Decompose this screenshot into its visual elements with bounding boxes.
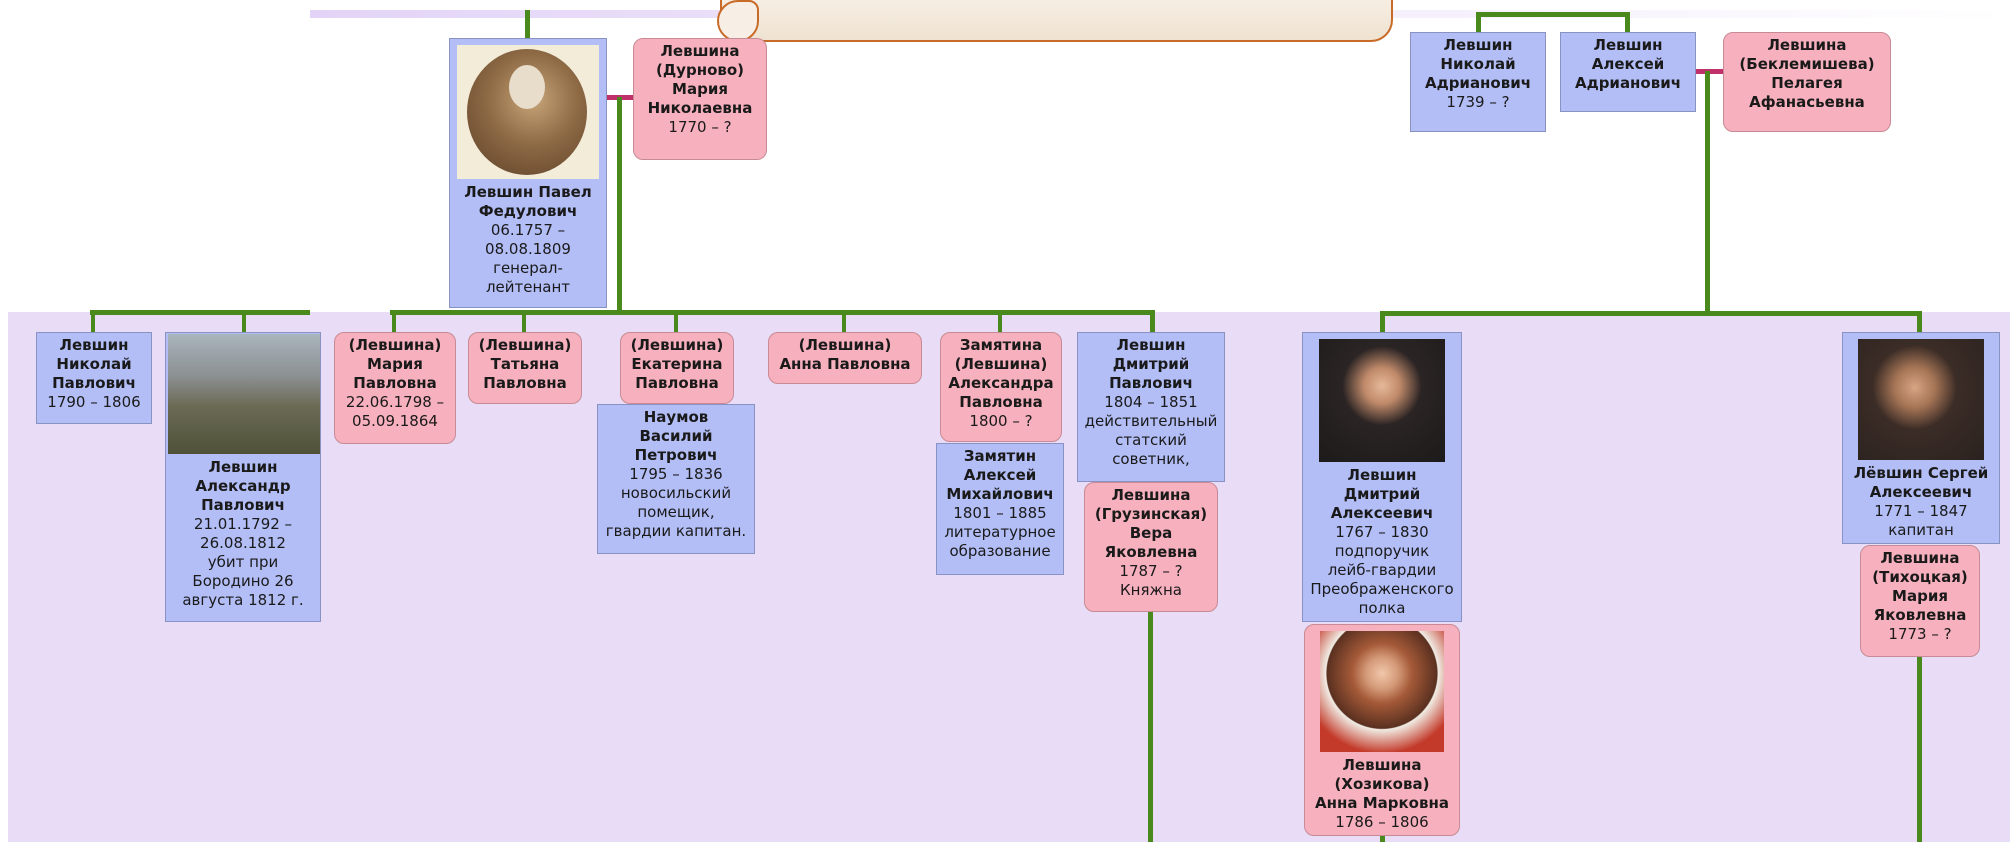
person-card-pavel[interactable]: Левшин Павел Федулович 06.1757 – 08.08.1… (449, 38, 607, 308)
person-name: (Левшина) Анна Павловна (779, 336, 911, 373)
person-card-anna-pavlovna[interactable]: (Левшина) Анна Павловна (768, 332, 922, 384)
person-name: (Левшина) Екатерина Павловна (630, 336, 724, 392)
person-card-naumov[interactable]: Наумов Василий Петрович 1795 – 1836 ново… (597, 404, 755, 554)
person-details: 1773 – ? (1888, 625, 1952, 643)
person-card-sergei-alekseevich[interactable]: Лёвшин Сергей Алексеевич 1771 – 1847 кап… (1842, 332, 2000, 544)
battle-image (168, 334, 320, 454)
person-details: 1801 – 1885 литературное образование (944, 504, 1056, 560)
descent-line (1917, 657, 1922, 842)
person-card-ekaterina-pavlovna[interactable]: (Левшина) Екатерина Павловна (620, 332, 734, 404)
person-card-nikolai-adrianovich[interactable]: Левшин Николай Адрианович 1739 – ? (1410, 32, 1546, 132)
descent-line (91, 310, 95, 332)
person-name: Левшина (Беклемишева) Пелагея Афанасьевн… (1739, 36, 1875, 111)
descent-line (1625, 12, 1630, 36)
descent-line (674, 310, 678, 332)
descent-line (390, 310, 1150, 315)
person-card-aleksandr-pavlovich[interactable]: Левшин Александр Павлович 21.01.1792 – 2… (165, 332, 321, 622)
person-name: Левшин Дмитрий Алексеевич (1330, 466, 1434, 522)
person-name: Левшин Александр Павлович (195, 458, 291, 514)
portrait-image (457, 45, 599, 179)
person-name: Левшина (Тихоцкая) Мария Яковлевна (1872, 549, 1968, 624)
person-name: Лёвшин Сергей Алексеевич (1853, 464, 1989, 501)
person-card-dmitry-alekseevich[interactable]: Левшин Дмитрий Алексеевич 1767 – 1830 по… (1302, 332, 1462, 622)
person-card-maria-tikhotskaya[interactable]: Левшина (Тихоцкая) Мария Яковлевна 1773 … (1860, 545, 1980, 657)
person-card-anna-khozikova[interactable]: Левшина (Хозикова) Анна Марковна 1786 – … (1304, 624, 1460, 836)
person-details: 06.1757 – 08.08.1809 генерал- лейтенант (485, 221, 571, 296)
person-details: 1771 – 1847 капитан (1874, 502, 1968, 539)
person-name: Замятин Алексей Михайлович (946, 447, 1054, 503)
person-name: (Левшина) Татьяна Павловна (478, 336, 572, 392)
descent-line (522, 310, 526, 332)
person-details: 22.06.1798 – 05.09.1864 (345, 393, 445, 430)
person-name: Наумов Василий Петрович (634, 408, 718, 464)
person-card-aleksandra-pavlovna[interactable]: Замятина (Левшина) Александра Павловна 1… (940, 332, 1062, 442)
person-name: Левшин Алексей Адрианович (1574, 36, 1682, 92)
portrait-image (1319, 339, 1445, 462)
person-details: 1800 – ? (969, 412, 1033, 430)
person-name: Левшина (Дурново) Мария Николаевна (647, 42, 753, 117)
descent-line (617, 97, 622, 313)
person-card-zamyatin[interactable]: Замятин Алексей Михайлович 1801 – 1885 л… (936, 443, 1064, 575)
person-details: 1790 – 1806 (47, 393, 141, 411)
descent-line (525, 10, 530, 40)
descent-line (1705, 71, 1710, 311)
person-name: Левшин Николай Адрианович (1424, 36, 1532, 92)
person-card-maria-pavlovna[interactable]: (Левшина) Мария Павловна 22.06.1798 – 05… (334, 332, 456, 444)
person-details: 1787 – ? Княжна (1119, 562, 1183, 599)
descent-line (1476, 12, 1481, 36)
descent-line (242, 310, 246, 332)
descent-line (1150, 310, 1155, 332)
person-card-dmitry-pavlovich[interactable]: Левшин Дмитрий Павлович 1804 – 1851 дейс… (1077, 332, 1225, 482)
person-details: 21.01.1792 – 26.08.1812 убит при Бородин… (182, 515, 304, 609)
person-details: 1767 – 1830 подпоручик лейб-гвардии Прео… (1310, 523, 1454, 617)
person-name: Замятина (Левшина) Александра Павловна (948, 336, 1054, 411)
person-details: 1770 – ? (668, 118, 732, 136)
descent-line (998, 310, 1002, 332)
person-card-pelageya[interactable]: Левшина (Беклемишева) Пелагея Афанасьевн… (1723, 32, 1891, 132)
descent-line (1380, 311, 1920, 316)
person-name: Левшин Дмитрий Павлович (1109, 336, 1193, 392)
person-card-tatyana-pavlovna[interactable]: (Левшина) Татьяна Павловна (468, 332, 582, 404)
descent-line (1476, 12, 1630, 17)
person-details: 1786 – 1806 (1335, 813, 1429, 831)
descent-line (842, 310, 846, 332)
person-card-aleksei-adrianovich[interactable]: Левшин Алексей Адрианович (1560, 32, 1696, 112)
descent-line (1917, 311, 1922, 333)
portrait-image (1858, 339, 1984, 460)
person-name: Левшин Павел Федулович (464, 183, 592, 220)
person-details: 1795 – 1836 новосильский помещик, гварди… (605, 465, 747, 540)
person-card-vera[interactable]: Левшина (Грузинская) Вера Яковлевна 1787… (1084, 482, 1218, 612)
person-card-nikolai-pavlovich[interactable]: Левшин Николай Павлович 1790 – 1806 (36, 332, 152, 424)
person-name: Левшина (Хозикова) Анна Марковна (1315, 756, 1449, 812)
person-details: 1739 – ? (1446, 93, 1510, 111)
portrait-image (1320, 631, 1444, 752)
person-name: Левшина (Грузинская) Вера Яковлевна (1094, 486, 1208, 561)
descent-line (90, 310, 310, 315)
person-name: Левшин Николай Павлович (52, 336, 136, 392)
descent-line (1380, 835, 1385, 842)
descent-line (1148, 612, 1153, 842)
descent-line (1380, 311, 1385, 333)
descent-line (392, 310, 396, 332)
person-details: 1804 – 1851 действительный статский сове… (1084, 393, 1218, 468)
person-card-maria-durnovo[interactable]: Левшина (Дурново) Мария Николаевна 1770 … (633, 38, 767, 160)
header-banner (720, 0, 1393, 42)
person-name: (Левшина) Мария Павловна (348, 336, 442, 392)
scroll-icon (717, 0, 759, 42)
